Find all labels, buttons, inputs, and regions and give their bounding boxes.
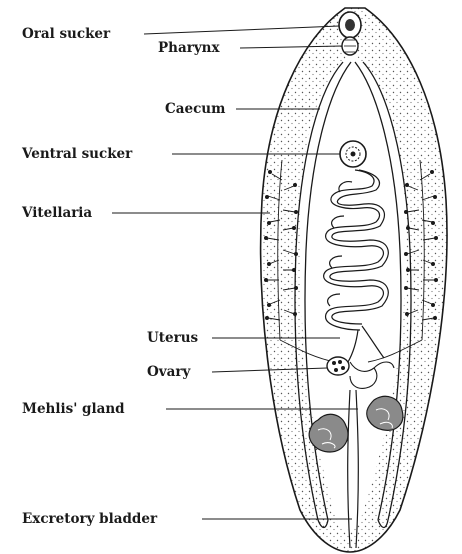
ventral-sucker bbox=[340, 141, 366, 167]
label-ventral-sucker: Ventral sucker bbox=[21, 146, 133, 162]
testis-right bbox=[367, 396, 403, 430]
label-vitellaria: Vitellaria bbox=[21, 205, 92, 221]
label-oral-sucker: Oral sucker bbox=[22, 26, 111, 42]
label-pharynx: Pharynx bbox=[158, 40, 220, 56]
label-ovary: Ovary bbox=[147, 364, 191, 380]
ovary bbox=[327, 357, 349, 375]
label-uterus: Uterus bbox=[147, 330, 199, 346]
oral-sucker bbox=[339, 12, 361, 38]
label-mehlis-gland: Mehlis' gland bbox=[22, 401, 125, 417]
pharynx bbox=[342, 37, 358, 55]
label-excretory-bladder: Excretory bladder bbox=[22, 511, 158, 527]
label-caecum: Caecum bbox=[165, 101, 225, 117]
